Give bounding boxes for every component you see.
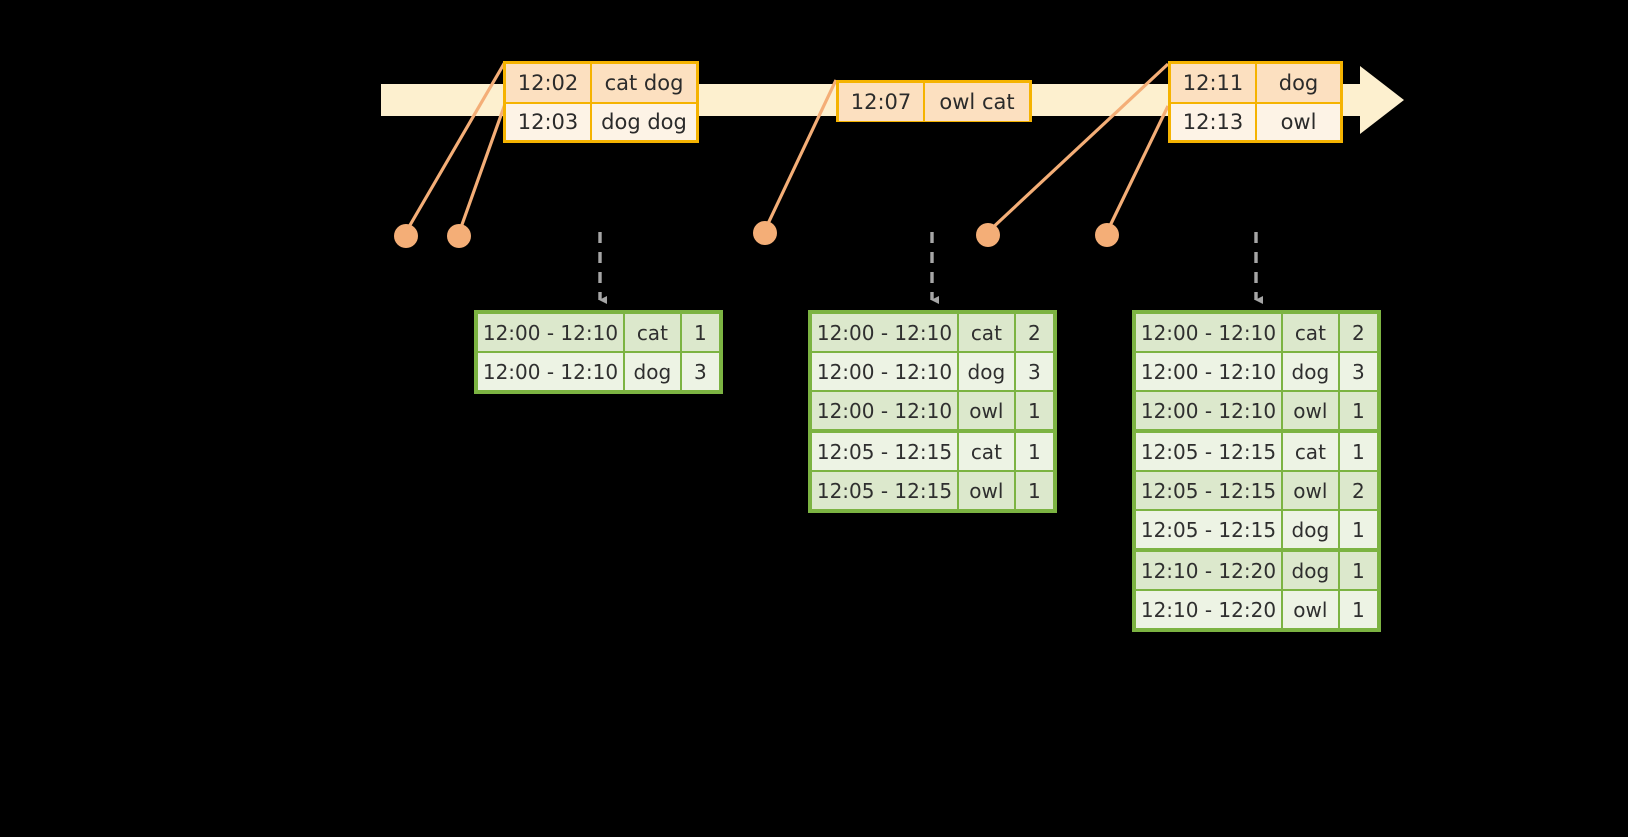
window-cell: 12:05 - 12:15 [1136,433,1281,470]
count-cell: 2 [1339,472,1377,509]
window-cell: 12:00 - 12:10 [812,314,957,351]
word-cell: dog [1282,552,1338,589]
table-row: 12:10 - 12:20 owl 1 [1136,591,1377,628]
window-cell: 12:10 - 12:20 [1136,552,1281,589]
window-cell: 12:05 - 12:15 [1136,511,1281,548]
word-cell: owl [1282,472,1338,509]
word-cell: dog [958,353,1014,390]
window-cell: 12:00 - 12:10 [812,392,957,429]
table-row: 12:00 - 12:10 owl 1 [1136,392,1377,429]
window-cell: 12:00 - 12:10 [1136,314,1281,351]
word-cell: cat [958,314,1014,351]
window-cell: 12:00 - 12:10 [478,353,623,390]
event-words: owl cat [925,83,1029,121]
count-cell: 1 [1339,511,1377,548]
event-words: owl [1257,104,1340,140]
table-row: 12:00 - 12:10 cat 1 [478,314,719,351]
word-cell: cat [1282,314,1338,351]
window-cell: 12:00 - 12:10 [478,314,623,351]
event-row: 12:13 owl [1171,102,1340,140]
result-table-3[interactable]: 12:00 - 12:10 cat 2 12:00 - 12:10 dog 3 … [1132,310,1381,632]
event-row: 12:02 cat dog [506,64,696,102]
result-table-1[interactable]: 12:00 - 12:10 cat 1 12:00 - 12:10 dog 3 [474,310,723,394]
window-cell: 12:00 - 12:10 [1136,392,1281,429]
count-cell: 3 [1015,353,1053,390]
event-box-3[interactable]: 12:11 dog 12:13 owl [1168,61,1343,143]
word-cell: cat [958,433,1014,470]
count-cell: 1 [1015,433,1053,470]
count-cell: 1 [681,314,719,351]
event-box-2[interactable]: 12:07 owl cat [836,80,1032,122]
event-row: 12:03 dog dog [506,102,696,140]
window-cell: 12:00 - 12:10 [812,353,957,390]
word-cell: owl [1282,392,1338,429]
window-cell: 12:10 - 12:20 [1136,591,1281,628]
count-cell: 1 [1339,392,1377,429]
table-row: 12:05 - 12:15 cat 1 [812,433,1053,470]
table-row: 12:00 - 12:10 dog 3 [478,353,719,390]
word-cell: dog [624,353,680,390]
result-table-2[interactable]: 12:00 - 12:10 cat 2 12:00 - 12:10 dog 3 … [808,310,1057,513]
event-dot-1 [394,224,418,248]
word-cell: cat [1282,433,1338,470]
event-time: 12:07 [839,83,925,121]
window-cell: 12:05 - 12:15 [812,433,957,470]
event-words: dog [1257,64,1340,102]
word-cell: owl [1282,591,1338,628]
table-row: 12:10 - 12:20 dog 1 [1136,552,1377,589]
event-time: 12:11 [1171,64,1257,102]
arrow-right-icon [1360,66,1404,134]
count-cell: 1 [1339,433,1377,470]
table-row: 12:00 - 12:10 owl 1 [812,392,1053,429]
event-dot-2 [447,224,471,248]
table-row: 12:00 - 12:10 dog 3 [812,353,1053,390]
event-dots [394,221,1119,248]
count-cell: 2 [1339,314,1377,351]
event-time: 12:02 [506,64,592,102]
table-row: 12:00 - 12:10 cat 2 [1136,314,1377,351]
table-row: 12:00 - 12:10 dog 3 [1136,353,1377,390]
word-cell: dog [1282,353,1338,390]
event-dot-5 [1095,223,1119,247]
word-cell: owl [958,472,1014,509]
table-row: 12:05 - 12:15 owl 2 [1136,472,1377,509]
event-box-1[interactable]: 12:02 cat dog 12:03 dog dog [503,61,699,143]
event-words: cat dog [592,64,696,102]
word-cell: dog [1282,511,1338,548]
count-cell: 1 [1015,392,1053,429]
event-time: 12:03 [506,104,592,140]
count-cell: 2 [1015,314,1053,351]
event-dot-4 [976,223,1000,247]
count-cell: 1 [1015,472,1053,509]
count-cell: 1 [1339,552,1377,589]
window-cell: 12:05 - 12:15 [812,472,957,509]
count-cell: 3 [681,353,719,390]
word-cell: cat [624,314,680,351]
count-cell: 1 [1339,591,1377,628]
table-row: 12:00 - 12:10 cat 2 [812,314,1053,351]
event-row: 12:07 owl cat [839,83,1029,121]
window-cell: 12:00 - 12:10 [1136,353,1281,390]
table-row: 12:05 - 12:15 owl 1 [812,472,1053,509]
event-words: dog dog [592,104,696,140]
event-dot-3 [753,221,777,245]
table-row: 12:05 - 12:15 dog 1 [1136,511,1377,548]
event-time: 12:13 [1171,104,1257,140]
flow-arrows [598,232,1263,304]
event-row: 12:11 dog [1171,64,1340,102]
table-row: 12:05 - 12:15 cat 1 [1136,433,1377,470]
word-cell: owl [958,392,1014,429]
window-cell: 12:05 - 12:15 [1136,472,1281,509]
count-cell: 3 [1339,353,1377,390]
